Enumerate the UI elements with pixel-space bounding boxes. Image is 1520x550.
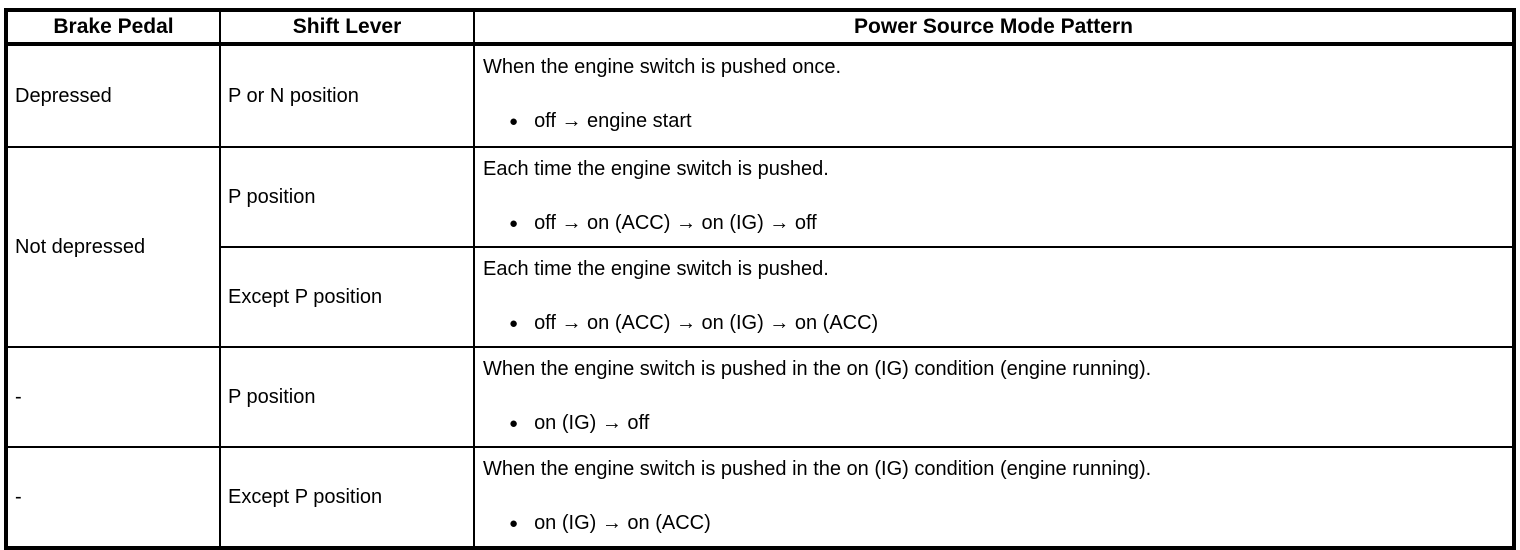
power-source-mode-table: Brake Pedal Shift Lever Power Source Mod…	[4, 8, 1516, 550]
pattern-cell: Each time the engine switch is pushed. ●…	[473, 246, 1515, 348]
shift-lever-cell: P or N position	[219, 43, 475, 148]
brake-pedal-cell: Depressed	[5, 43, 221, 148]
pattern-sequence: ● on (IG) → on (ACC)	[483, 511, 1504, 536]
pattern-sequence: ● off → on (ACC) → on (IG) → off	[483, 211, 1504, 236]
shift-lever-cell: P position	[219, 346, 475, 448]
table-header: Brake Pedal Shift Lever Power Source Mod…	[5, 9, 1515, 46]
pattern-sequence-text: off → engine start	[534, 110, 692, 132]
column-header-power-source-mode-pattern: Power Source Mode Pattern	[473, 9, 1515, 46]
pattern-condition: When the engine switch is pushed in the …	[483, 358, 1152, 380]
bullet-icon: ●	[509, 215, 519, 232]
column-header-brake-pedal: Brake Pedal	[5, 9, 221, 46]
pattern-sequence-text: on (IG) → off	[534, 412, 650, 434]
brake-pedal-cell: Not depressed	[5, 146, 221, 348]
table-row: - Except P position When the engine swit…	[5, 446, 1515, 549]
bullet-icon: ●	[509, 415, 519, 432]
header-row: Brake Pedal Shift Lever Power Source Mod…	[5, 9, 1515, 46]
table-row: Not depressed P position Each time the e…	[5, 146, 1515, 348]
pattern-cell: When the engine switch is pushed once. ●…	[473, 43, 1515, 148]
pattern-sequence: ● off → engine start	[483, 109, 1504, 134]
table-row: Depressed P or N position When the engin…	[5, 43, 1515, 148]
table-body: Depressed P or N position When the engin…	[5, 43, 1515, 549]
table-row: - P position When the engine switch is p…	[5, 346, 1515, 448]
pattern-cell: When the engine switch is pushed in the …	[473, 346, 1515, 448]
pattern-sequence: ● on (IG) → off	[483, 411, 1504, 436]
pattern-sequence-text: off → on (ACC) → on (IG) → off	[534, 212, 817, 234]
brake-pedal-cell: -	[5, 346, 221, 448]
pattern-sequence-text: off → on (ACC) → on (IG) → on (ACC)	[534, 312, 879, 334]
column-header-shift-lever: Shift Lever	[219, 9, 475, 46]
pattern-condition: When the engine switch is pushed in the …	[483, 458, 1152, 480]
pattern-condition: Each time the engine switch is pushed.	[483, 258, 829, 280]
bullet-icon: ●	[509, 113, 519, 130]
pattern-sequence: ● off → on (ACC) → on (IG) → on (ACC)	[483, 311, 1504, 336]
pattern-condition: Each time the engine switch is pushed.	[483, 158, 829, 180]
brake-pedal-cell: -	[5, 446, 221, 549]
pattern-sequence-text: on (IG) → on (ACC)	[534, 512, 711, 534]
shift-lever-cell: P position	[219, 146, 475, 248]
bullet-icon: ●	[509, 315, 519, 332]
bullet-icon: ●	[509, 515, 519, 532]
shift-lever-cell: Except P position	[219, 246, 475, 348]
pattern-cell: When the engine switch is pushed in the …	[473, 446, 1515, 549]
pattern-cell: Each time the engine switch is pushed. ●…	[473, 146, 1515, 248]
table-row: Except P position Each time the engine s…	[6, 246, 1515, 348]
shift-lever-cell: Except P position	[219, 446, 475, 549]
pattern-condition: When the engine switch is pushed once.	[483, 56, 841, 78]
